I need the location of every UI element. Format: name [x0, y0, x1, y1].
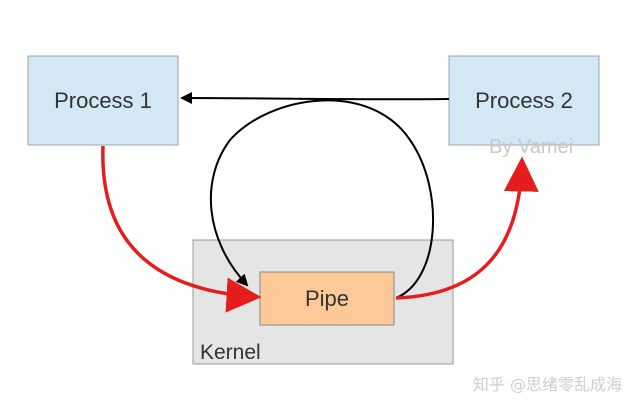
edge-process1-to-pipe [101, 145, 262, 313]
credit-text: By Vamei [489, 136, 573, 158]
edge-pipe-loop [209, 99, 434, 299]
pipe-label: Pipe [305, 286, 349, 311]
process-1-box: Process 1 [27, 55, 179, 146]
kernel-label: Kernel [200, 341, 261, 364]
edge-process2-to-process1 [180, 92, 450, 105]
process-2-box: Process 2 [448, 55, 600, 146]
watermark-text: 知乎 @思绪零乱成海 [473, 375, 622, 394]
process-1-label: Process 1 [54, 88, 152, 113]
edge-pipe-to-process2 [395, 156, 539, 300]
process-2-label: Process 2 [475, 88, 573, 113]
pipe-box: Pipe [259, 271, 395, 326]
